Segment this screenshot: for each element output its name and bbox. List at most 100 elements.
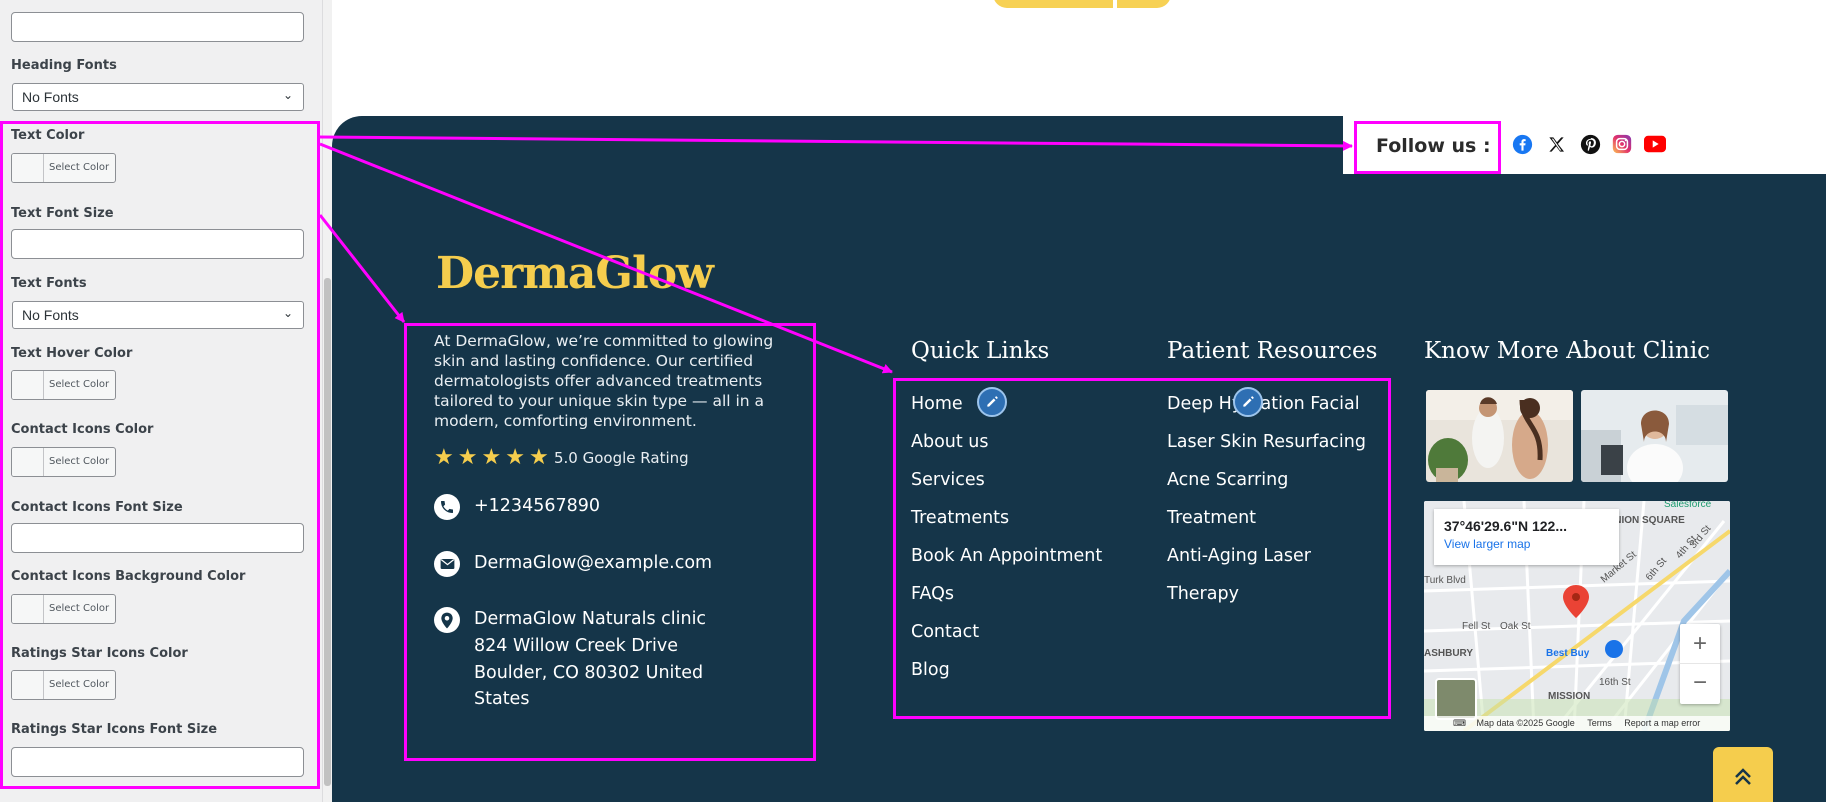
svg-text:Best Buy: Best Buy: [1546, 648, 1590, 659]
address-line-3: Boulder, CO 80302 United: [474, 663, 704, 683]
x-icon[interactable]: [1545, 133, 1567, 155]
google-map-embed[interactable]: UNION SQUARE Salesforce Market St Turk B…: [1424, 501, 1730, 731]
text-hover-color-picker[interactable]: Select Color: [11, 370, 116, 400]
pinterest-icon[interactable]: [1579, 133, 1601, 155]
map-zoom-controls: + −: [1680, 624, 1720, 704]
address-line-2: 824 Willow Creek Drive: [474, 636, 678, 656]
view-larger-map-link[interactable]: View larger map: [1444, 537, 1531, 551]
svg-text:ASHBURY: ASHBURY: [1424, 648, 1473, 659]
resource-link-2[interactable]: Laser Skin Resurfacing: [1167, 432, 1366, 452]
contact-icons-bg-color-label: Contact Icons Background Color: [11, 569, 246, 584]
text-font-size-input[interactable]: [11, 229, 304, 259]
resource-link-4[interactable]: Treatment: [1167, 508, 1257, 528]
star-icon: ★: [505, 444, 525, 469]
star-icon: ★: [528, 444, 549, 469]
edit-pencil-icon[interactable]: [1233, 387, 1263, 417]
edit-pencil-icon[interactable]: [977, 387, 1007, 417]
ratings-star-icons-font-size-label: Ratings Star Icons Font Size: [11, 722, 218, 737]
map-zoom-in-button[interactable]: +: [1680, 624, 1720, 664]
map-zoom-out-button[interactable]: −: [1692, 669, 1707, 696]
text-font-size-label: Text Font Size: [11, 206, 114, 221]
annotation-box-follow-us: [1354, 121, 1501, 174]
resource-link-3[interactable]: Acne Scarring: [1167, 470, 1289, 490]
annotation-box-footer-links: [893, 378, 1391, 719]
header-cta-button[interactable]: [993, 0, 1171, 8]
resource-link-6[interactable]: Therapy: [1167, 584, 1239, 604]
clinic-image-doctor[interactable]: [1581, 390, 1728, 482]
instagram-icon[interactable]: [1611, 133, 1633, 155]
contact-icons-color-picker[interactable]: Select Color: [11, 447, 116, 477]
phone-number[interactable]: +1234567890: [474, 496, 601, 516]
quick-link-treatments[interactable]: Treatments: [911, 508, 1010, 528]
heading-fonts-select[interactable]: No Fonts⌄: [12, 83, 304, 111]
customizer-sidebar: Heading Fonts No Fonts⌄ Text Color Selec…: [0, 0, 323, 802]
know-more-heading: Know More About Clinic: [1424, 338, 1711, 364]
text-fonts-label: Text Fonts: [11, 276, 87, 291]
map-report-link[interactable]: Report a map error: [1624, 718, 1701, 728]
location-pin-icon: [434, 607, 460, 633]
sidebar-scrollbar-thumb[interactable]: [324, 278, 331, 786]
star-icon: ★: [457, 444, 478, 469]
map-info-card: 37°46'29.6"N 122... View larger map: [1434, 509, 1619, 565]
svg-text:Fell St: Fell St: [1462, 621, 1491, 632]
quick-link-contact[interactable]: Contact: [911, 622, 980, 642]
color-swatch: [12, 671, 44, 699]
resource-link-5[interactable]: Anti-Aging Laser: [1167, 546, 1311, 566]
svg-text:Oak St: Oak St: [1500, 621, 1531, 632]
keyboard-icon[interactable]: ⌨: [1453, 718, 1466, 728]
address-line-1: DermaGlow Naturals clinic: [474, 609, 707, 629]
color-swatch: [12, 371, 44, 399]
footer-brand-logo[interactable]: DermaGlow: [436, 248, 714, 299]
resource-link-1[interactable]: Deep Hydration Facial: [1167, 394, 1360, 414]
ratings-star-icons-font-size-input[interactable]: [11, 747, 304, 777]
map-attribution: Map data ©2025 Google: [1476, 718, 1575, 728]
quick-link-services[interactable]: Services: [911, 470, 985, 490]
map-attribution-bar: ⌨ Map data ©2025 Google Terms Report a m…: [1424, 716, 1730, 731]
svg-text:MISSION: MISSION: [1548, 691, 1590, 702]
contact-icons-font-size-input[interactable]: [11, 523, 304, 553]
text-fonts-select[interactable]: No Fonts⌄: [12, 301, 304, 329]
quick-links-heading: Quick Links: [911, 338, 1050, 364]
previous-setting-input[interactable]: [11, 12, 304, 42]
text-hover-color-label: Text Hover Color: [11, 346, 133, 361]
ratings-star-icons-color-picker[interactable]: Select Color: [11, 670, 116, 700]
quick-link-blog[interactable]: Blog: [911, 660, 950, 680]
ratings-star-icons-color-label: Ratings Star Icons Color: [11, 646, 188, 661]
double-chevron-up-icon: [1735, 768, 1751, 785]
rating-stars: ★ ★ ★ ★ ★: [434, 446, 549, 468]
color-swatch: [12, 595, 44, 623]
rating-text: 5.0 Google Rating: [554, 449, 689, 467]
quick-link-faqs[interactable]: FAQs: [911, 584, 955, 604]
facebook-icon[interactable]: [1511, 133, 1533, 155]
annotation-box-sidebar-settings: [0, 121, 320, 789]
chevron-down-icon: ⌄: [282, 88, 293, 102]
map-label: UNION SQUARE: [1607, 515, 1685, 526]
map-coordinates: 37°46'29.6"N 122...: [1444, 518, 1567, 534]
email-icon: [434, 551, 460, 577]
quick-link-about[interactable]: About us: [911, 432, 989, 452]
chevron-down-icon: ⌄: [282, 306, 293, 320]
color-swatch: [12, 448, 44, 476]
youtube-icon[interactable]: [1644, 133, 1666, 155]
patient-resources-heading: Patient Resources: [1167, 338, 1378, 364]
quick-link-book[interactable]: Book An Appointment: [911, 546, 1103, 566]
text-color-picker[interactable]: Select Color: [11, 153, 116, 183]
svg-text:Salesforce: Salesforce: [1664, 501, 1712, 510]
color-swatch: [12, 154, 44, 182]
clinic-image-treatment[interactable]: [1426, 390, 1573, 482]
address-line-4: States: [474, 689, 530, 709]
svg-text:Turk Blvd: Turk Blvd: [1424, 575, 1466, 586]
contact-icons-color-label: Contact Icons Color: [11, 422, 154, 437]
annotation-box-about-contact: [404, 323, 816, 761]
star-icon: ★: [481, 444, 502, 469]
follow-us-label: Follow us :: [1376, 135, 1491, 157]
quick-link-home[interactable]: Home: [911, 394, 963, 414]
star-icon: ★: [434, 444, 454, 469]
svg-text:16th St: 16th St: [1599, 677, 1631, 688]
map-terms-link[interactable]: Terms: [1587, 718, 1612, 728]
contact-icons-font-size-label: Contact Icons Font Size: [11, 500, 183, 515]
email-address[interactable]: DermaGlow@example.com: [474, 553, 713, 573]
scroll-to-top-button[interactable]: [1713, 747, 1773, 802]
contact-icons-bg-color-picker[interactable]: Select Color: [11, 594, 116, 624]
text-color-label: Text Color: [11, 128, 85, 143]
